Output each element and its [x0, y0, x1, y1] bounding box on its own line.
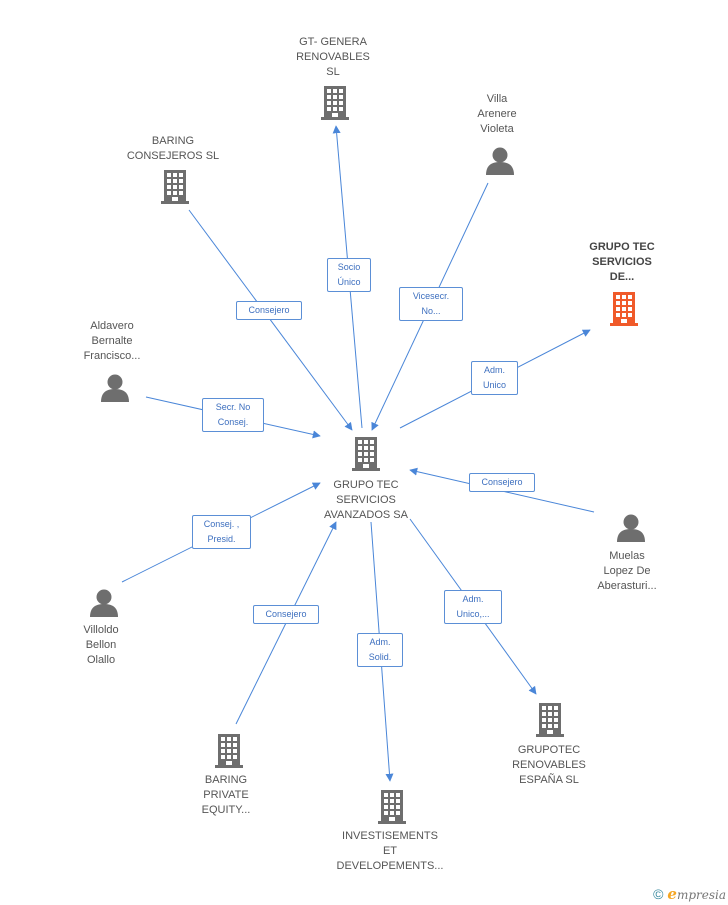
building-icon-grupotecren[interactable] — [536, 703, 564, 737]
building-icon-baringcons[interactable] — [161, 170, 189, 204]
person-icon-aldavero[interactable] — [101, 374, 129, 403]
node-label-villa[interactable]: Villa Arenere Violeta — [477, 93, 517, 135]
edge-label-villoldo: Consej. , Presid. — [192, 515, 251, 549]
edge-label-main: Adm. Unico — [471, 361, 518, 395]
node-label-villoldo[interactable]: Villoldo Bellon Olallo — [83, 624, 119, 666]
edge-label-villa: Vicesecr. No... — [399, 287, 463, 321]
node-label-invest[interactable]: INVESTISEMENTS ET DEVELOPEMENTS... — [336, 830, 444, 872]
building-icon-grupotec-main[interactable] — [610, 292, 638, 326]
edge-line-baringcons — [188, 209, 353, 431]
node-label-center[interactable]: GRUPO TEC SERVICIOS AVANZADOS SA — [324, 479, 408, 521]
edge-label-muelas: Consejero — [469, 473, 535, 492]
edge-label-baringpriv: Consejero — [253, 605, 319, 624]
node-label-muelas[interactable]: Muelas Lopez De Aberasturi... — [597, 550, 657, 592]
person-icon-villa[interactable] — [486, 147, 514, 176]
edge-label-gtgenera: Socio Único — [327, 258, 371, 292]
edge-label-grupotecren: Adm. Unico,... — [444, 590, 502, 624]
edge-label-baringcons: Consejero — [236, 301, 302, 320]
person-icon-muelas[interactable] — [617, 514, 645, 543]
node-label-baringcons[interactable]: BARING CONSEJEROS SL — [126, 135, 220, 162]
building-icon-invest[interactable] — [378, 790, 406, 824]
person-icon-villoldo[interactable] — [90, 589, 118, 618]
node-label-gtgenera[interactable]: GT- GENERA RENOVABLES SL — [296, 36, 370, 78]
footer-brand: © empresia — [653, 885, 726, 903]
node-label-grupotec-main[interactable]: GRUPO TEC SERVICIOS DE... — [589, 241, 655, 283]
node-label-aldavero[interactable]: Aldavero Bernalte Francisco... — [83, 320, 141, 362]
node-label-baringpriv[interactable]: BARING PRIVATE EQUITY... — [201, 774, 251, 816]
empresia-logo: empresia — [667, 885, 726, 903]
building-icon-center[interactable] — [352, 437, 380, 471]
edge-label-invest: Adm. Solid. — [357, 633, 403, 667]
edge-label-aldavero: Secr. No Consej. — [202, 398, 264, 432]
building-icon-baringpriv[interactable] — [215, 734, 243, 768]
building-icon-gtgenera[interactable] — [321, 86, 349, 120]
node-label-grupotecren[interactable]: GRUPOTEC RENOVABLES ESPAÑA SL — [512, 744, 586, 786]
copyright-icon: © — [653, 886, 664, 902]
